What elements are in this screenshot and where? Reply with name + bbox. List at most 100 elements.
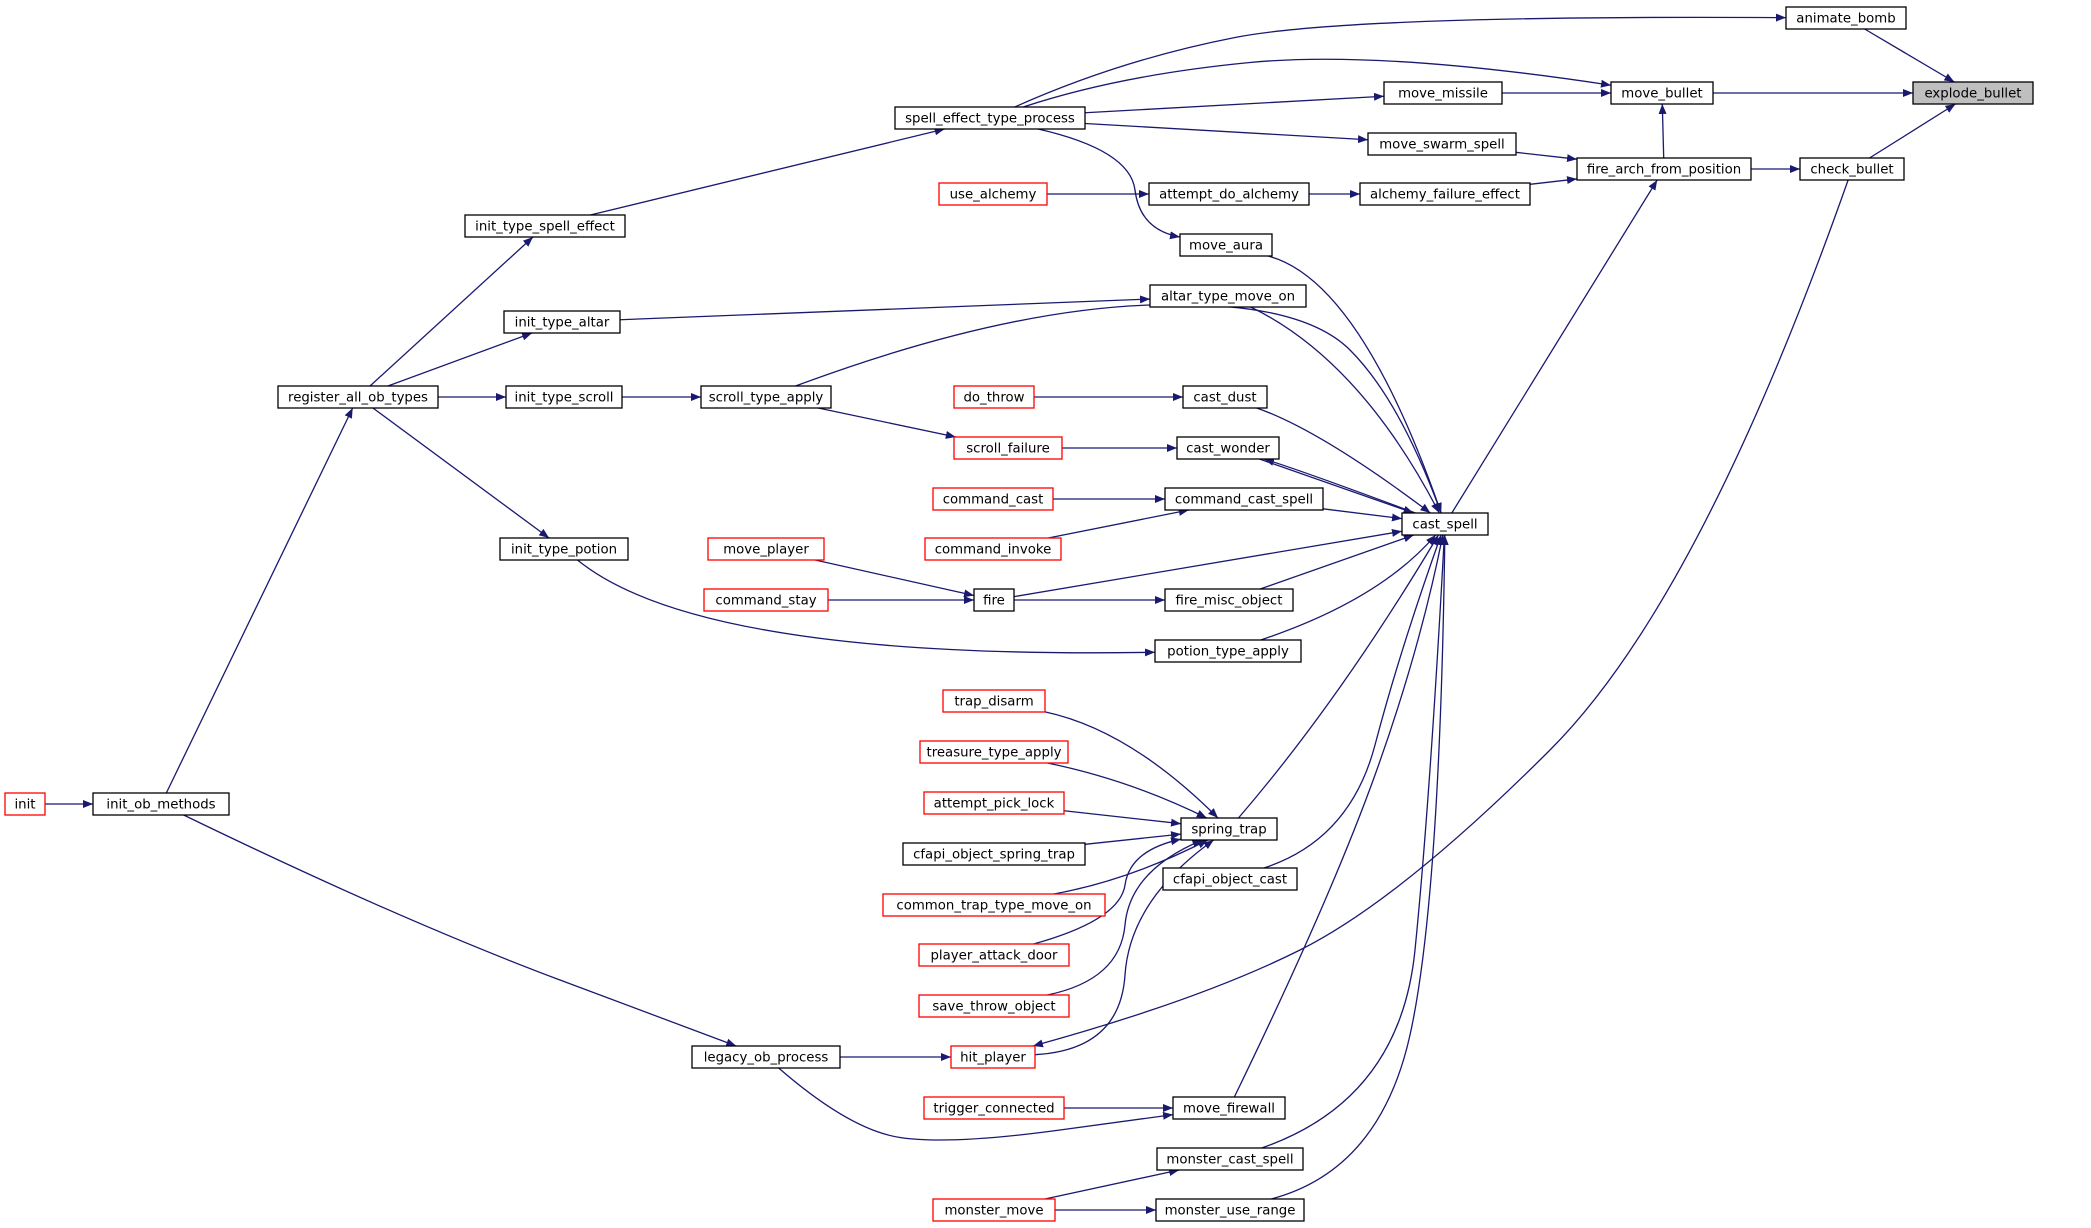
node-spring-trap[interactable]: spring_trap bbox=[1180, 817, 1278, 841]
node-command-invoke[interactable]: command_invoke bbox=[924, 537, 1062, 561]
node-box[interactable] bbox=[1162, 867, 1298, 891]
node-box[interactable] bbox=[924, 537, 1062, 561]
node-scroll-failure[interactable]: scroll_failure bbox=[953, 436, 1063, 460]
node-common-trap-type-move-on[interactable]: common_trap_type_move_on bbox=[882, 893, 1106, 917]
node-legacy-ob-process[interactable]: legacy_ob_process bbox=[691, 1045, 841, 1069]
node-box[interactable] bbox=[1799, 157, 1905, 181]
node-init-type-spell-effect[interactable]: init_type_spell_effect bbox=[464, 214, 626, 238]
node-box[interactable] bbox=[1148, 182, 1310, 206]
node-command-stay[interactable]: command_stay bbox=[703, 588, 829, 612]
node-altar-type-move-on[interactable]: altar_type_move_on bbox=[1149, 284, 1307, 308]
node-box[interactable] bbox=[932, 487, 1054, 511]
node-init-ob-methods[interactable]: init_ob_methods bbox=[92, 792, 230, 816]
node-trap-disarm[interactable]: trap_disarm bbox=[942, 689, 1046, 713]
node-box[interactable] bbox=[1383, 81, 1503, 105]
node-box[interactable] bbox=[902, 842, 1086, 866]
node-box[interactable] bbox=[1182, 385, 1268, 409]
node-box[interactable] bbox=[942, 689, 1046, 713]
node-player-attack-door[interactable]: player_attack_door bbox=[918, 943, 1070, 967]
node-move-swarm-spell[interactable]: move_swarm_spell bbox=[1367, 132, 1517, 156]
node-hit-player[interactable]: hit_player bbox=[950, 1045, 1036, 1069]
node-fire-misc-object[interactable]: fire_misc_object bbox=[1164, 588, 1294, 612]
node-box[interactable] bbox=[1785, 6, 1907, 30]
node-move-aura[interactable]: move_aura bbox=[1179, 233, 1273, 257]
node-command-cast-spell[interactable]: command_cast_spell bbox=[1164, 487, 1324, 511]
node-monster-cast-spell[interactable]: monster_cast_spell bbox=[1156, 1147, 1304, 1171]
node-box[interactable] bbox=[1154, 639, 1302, 663]
node-spell-effect-type-process[interactable]: spell_effect_type_process bbox=[894, 106, 1086, 130]
node-box[interactable] bbox=[4, 792, 46, 816]
node-move-firewall[interactable]: move_firewall bbox=[1172, 1096, 1286, 1120]
node-fire-arch-from-position[interactable]: fire_arch_from_position bbox=[1576, 157, 1752, 181]
node-box[interactable] bbox=[919, 740, 1069, 764]
node-box[interactable] bbox=[1149, 284, 1307, 308]
node-save-throw-object[interactable]: save_throw_object bbox=[918, 994, 1070, 1018]
node-cfapi-object-cast[interactable]: cfapi_object_cast bbox=[1162, 867, 1298, 891]
node-box[interactable] bbox=[1155, 1198, 1305, 1222]
node-scroll-type-apply[interactable]: scroll_type_apply bbox=[700, 385, 832, 409]
node-box[interactable] bbox=[277, 385, 439, 409]
node-box[interactable] bbox=[1176, 436, 1280, 460]
node-register-all-ob-types[interactable]: register_all_ob_types bbox=[277, 385, 439, 409]
node-alchemy-failure-effect[interactable]: alchemy_failure_effect bbox=[1359, 182, 1531, 206]
node-box[interactable] bbox=[700, 385, 832, 409]
node-box[interactable] bbox=[1367, 132, 1517, 156]
node-command-cast[interactable]: command_cast bbox=[932, 487, 1054, 511]
node-box[interactable] bbox=[953, 436, 1063, 460]
node-box[interactable] bbox=[703, 588, 829, 612]
node-init-type-scroll[interactable]: init_type_scroll bbox=[505, 385, 623, 409]
node-box[interactable] bbox=[894, 106, 1086, 130]
node-box[interactable] bbox=[1172, 1096, 1286, 1120]
node-box[interactable] bbox=[953, 385, 1035, 409]
node-box[interactable] bbox=[505, 385, 623, 409]
node-box[interactable] bbox=[1359, 182, 1531, 206]
node-box[interactable] bbox=[1576, 157, 1752, 181]
node-box[interactable] bbox=[1179, 233, 1273, 257]
node-box[interactable] bbox=[938, 182, 1048, 206]
node-box[interactable] bbox=[1401, 512, 1489, 536]
node-monster-move[interactable]: monster_move bbox=[932, 1198, 1056, 1222]
node-box[interactable] bbox=[503, 310, 621, 334]
node-monster-use-range[interactable]: monster_use_range bbox=[1155, 1198, 1305, 1222]
node-potion-type-apply[interactable]: potion_type_apply bbox=[1154, 639, 1302, 663]
node-attempt-do-alchemy[interactable]: attempt_do_alchemy bbox=[1148, 182, 1310, 206]
node-box[interactable] bbox=[1912, 81, 2034, 105]
node-move-player[interactable]: move_player bbox=[707, 537, 825, 561]
node-box[interactable] bbox=[1610, 81, 1714, 105]
node-init-type-altar[interactable]: init_type_altar bbox=[503, 310, 621, 334]
node-box[interactable] bbox=[499, 537, 629, 561]
node-do-throw[interactable]: do_throw bbox=[953, 385, 1035, 409]
node-box[interactable] bbox=[464, 214, 626, 238]
node-init[interactable]: init bbox=[4, 792, 46, 816]
node-cast-dust[interactable]: cast_dust bbox=[1182, 385, 1268, 409]
node-box[interactable] bbox=[923, 791, 1065, 815]
node-box[interactable] bbox=[92, 792, 230, 816]
node-move-bullet[interactable]: move_bullet bbox=[1610, 81, 1714, 105]
node-box[interactable] bbox=[1164, 487, 1324, 511]
node-fire[interactable]: fire bbox=[973, 588, 1015, 612]
node-box[interactable] bbox=[932, 1198, 1056, 1222]
node-box[interactable] bbox=[923, 1096, 1065, 1120]
node-treasure-type-apply[interactable]: treasure_type_apply bbox=[919, 740, 1069, 764]
node-box[interactable] bbox=[918, 943, 1070, 967]
node-trigger-connected[interactable]: trigger_connected bbox=[923, 1096, 1065, 1120]
node-box[interactable] bbox=[973, 588, 1015, 612]
node-box[interactable] bbox=[1156, 1147, 1304, 1171]
node-box[interactable] bbox=[707, 537, 825, 561]
node-box[interactable] bbox=[918, 994, 1070, 1018]
node-attempt-pick-lock[interactable]: attempt_pick_lock bbox=[923, 791, 1065, 815]
node-box[interactable] bbox=[1164, 588, 1294, 612]
node-box[interactable] bbox=[882, 893, 1106, 917]
node-init-type-potion[interactable]: init_type_potion bbox=[499, 537, 629, 561]
node-explode-bullet[interactable]: explode_bullet bbox=[1912, 81, 2034, 105]
node-move-missile[interactable]: move_missile bbox=[1383, 81, 1503, 105]
node-box[interactable] bbox=[1180, 817, 1278, 841]
node-check-bullet[interactable]: check_bullet bbox=[1799, 157, 1905, 181]
node-cfapi-object-spring-trap[interactable]: cfapi_object_spring_trap bbox=[902, 842, 1086, 866]
node-animate-bomb[interactable]: animate_bomb bbox=[1785, 6, 1907, 30]
node-box[interactable] bbox=[950, 1045, 1036, 1069]
node-cast-spell[interactable]: cast_spell bbox=[1401, 512, 1489, 536]
node-cast-wonder[interactable]: cast_wonder bbox=[1176, 436, 1280, 460]
node-box[interactable] bbox=[691, 1045, 841, 1069]
node-use-alchemy[interactable]: use_alchemy bbox=[938, 182, 1048, 206]
